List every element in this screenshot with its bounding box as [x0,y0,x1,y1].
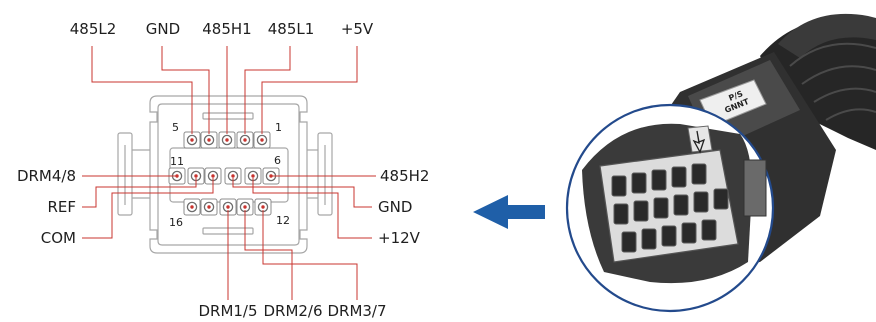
label-485l1: 485L1 [268,20,315,38]
socket [691,163,707,185]
arrow-down-icon [692,130,706,154]
pin-dot [231,174,235,178]
socket [613,203,629,225]
pin-dot [207,138,211,142]
pin-number-11: 11 [170,155,184,168]
top-labels: 485L2 GND 485H1 485L1 +5V [70,20,374,38]
label-485h2: 485H2 [380,167,429,185]
pin-number-12: 12 [276,214,290,227]
pin-dot [194,174,198,178]
pin-number-16: 16 [169,216,183,229]
label-drm48: DRM4/8 [17,167,76,185]
pin-dot [207,205,211,209]
socket [651,169,667,191]
pin-dot [251,174,255,178]
label-485l2: 485L2 [70,20,117,38]
mating-face-pins [611,163,729,253]
socket [661,225,677,247]
leader-com [82,178,214,239]
socket [671,166,687,188]
bottom-labels: DRM1/5 DRM2/6 DRM3/7 [198,302,386,320]
leader-drm26 [244,210,293,300]
right-labels: 485H2 GND +12V [378,167,429,247]
socket [633,200,649,222]
arrow-left-icon [473,195,545,229]
label-gnd-right: GND [378,198,412,216]
left-labels: DRM4/8 REF COM [17,167,76,247]
leader-lines [82,46,376,300]
label-ref: REF [47,198,76,216]
label-drm37: DRM3/7 [327,302,386,320]
leader-ref [82,178,197,208]
label-485h1: 485H1 [202,20,251,38]
pin-dot [190,138,194,142]
label-5v: +5V [341,20,374,38]
socket [611,175,627,197]
socket [713,188,729,210]
label-com: COM [41,229,76,247]
leader-gnd-right [232,178,372,208]
label-gnd-top: GND [146,20,180,38]
label-drm26: DRM2/6 [263,302,322,320]
plug-cable [760,13,876,150]
pin-number-1: 1 [275,121,282,134]
leader-gnd-top [161,46,210,134]
pin-dot [225,138,229,142]
pin-dot [226,205,230,209]
socket [631,172,647,194]
socket [653,197,669,219]
leader-485l1 [244,46,291,134]
mating-face [582,123,767,284]
socket [693,191,709,213]
pin-number-6: 6 [274,154,281,167]
leader-drm37 [262,210,358,300]
pin-dot [211,174,215,178]
pin-dot [243,205,247,209]
leader-12v [252,178,372,239]
pin-dot [261,205,265,209]
label-12v: +12V [378,229,421,247]
pin-dot [260,138,264,142]
pin-number-5: 5 [172,121,179,134]
socket [621,231,637,253]
pin-dot [243,138,247,142]
socket [673,194,689,216]
leader-5v [261,46,358,134]
socket [681,222,697,244]
pin-dot [190,205,194,209]
leader-485l2 [91,46,193,134]
socket [701,219,717,241]
label-drm15: DRM1/5 [198,302,257,320]
socket [641,228,657,250]
pin-grid [168,131,280,216]
